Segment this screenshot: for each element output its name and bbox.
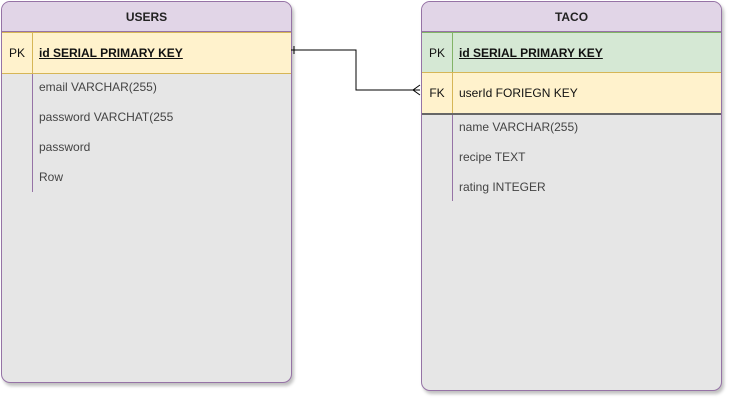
taco-field-line bbox=[452, 115, 453, 201]
taco-field-rating[interactable]: rating INTEGER bbox=[459, 180, 546, 194]
users-pk-text: id SERIAL PRIMARY KEY bbox=[39, 46, 183, 60]
relationship-line[interactable] bbox=[291, 49, 420, 91]
users-pk-divider bbox=[32, 33, 33, 73]
taco-fk-text: userId FORIEGN KEY bbox=[459, 86, 578, 100]
taco-pk-divider bbox=[452, 33, 453, 73]
users-table-title[interactable]: USERS bbox=[2, 2, 291, 32]
users-pk-label: PK bbox=[8, 46, 25, 60]
taco-field-name[interactable]: name VARCHAR(255) bbox=[459, 120, 579, 134]
taco-pk-text: id SERIAL PRIMARY KEY bbox=[459, 46, 603, 60]
taco-field-recipe[interactable]: recipe TEXT bbox=[459, 150, 526, 164]
users-field-password-type[interactable]: password VARCHAT(255 bbox=[39, 110, 174, 124]
taco-table-title[interactable]: TACO bbox=[422, 2, 721, 32]
users-pk-row[interactable]: PK id SERIAL PRIMARY KEY bbox=[2, 32, 291, 74]
users-field-row[interactable]: Row bbox=[39, 170, 64, 184]
taco-fk-row[interactable]: FK userId FORIEGN KEY bbox=[422, 72, 721, 115]
taco-table[interactable]: TACO PK id SERIAL PRIMARY KEY FK userId … bbox=[421, 1, 722, 391]
taco-fk-label: FK bbox=[429, 86, 445, 100]
users-field-line bbox=[32, 74, 33, 192]
users-field-email[interactable]: email VARCHAR(255) bbox=[39, 80, 157, 94]
users-table[interactable]: USERS PK id SERIAL PRIMARY KEY email VAR… bbox=[1, 1, 292, 383]
taco-pk-label: PK bbox=[428, 46, 445, 60]
many-end-marker bbox=[412, 84, 421, 96]
users-field-password[interactable]: password bbox=[39, 140, 91, 154]
taco-fk-divider bbox=[452, 73, 453, 113]
